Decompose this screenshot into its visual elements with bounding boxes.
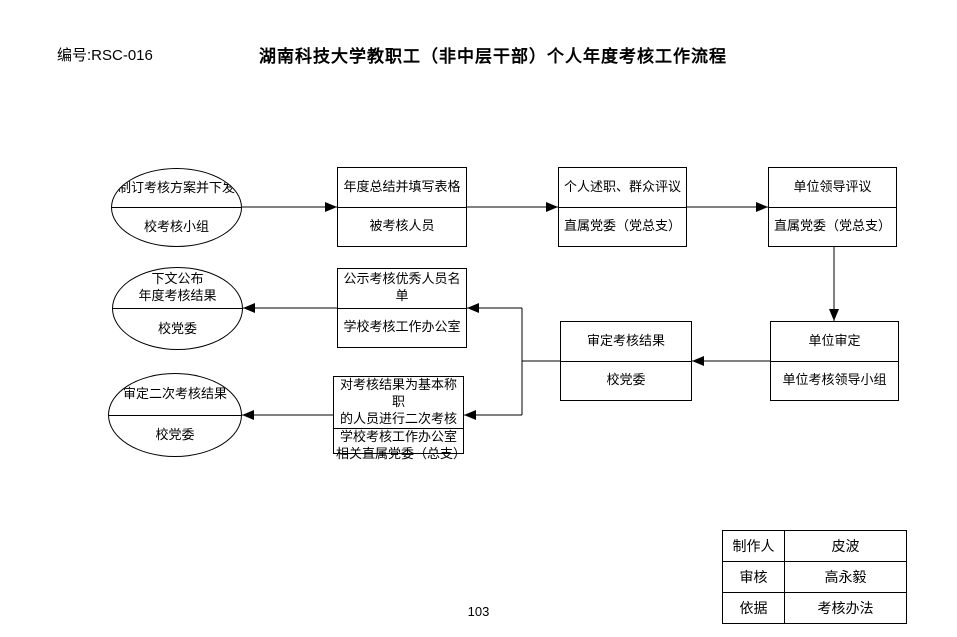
signoff-label: 依据 [723, 593, 785, 623]
node-approve-results: 审定考核结果 校党委 [560, 321, 692, 401]
signoff-label: 审核 [723, 562, 785, 592]
node-actor: 学校考核工作办公室 相关直属党委（总支） [334, 428, 467, 463]
node-action: 年度总结并填写表格 [338, 168, 466, 208]
node-action-line: 单位领导评议 [793, 178, 872, 194]
node-action-line: 个人述职、群众评议 [563, 178, 681, 194]
node-actor-line: 被考核人员 [369, 218, 435, 234]
node-action-line: 单位审定 [808, 332, 861, 348]
node-action-line: 对考核结果为基本称职 [339, 377, 457, 409]
node-actor-line: 校党委 [155, 427, 195, 443]
node-publish-annual-results: 下文公布 年度考核结果 校党委 [112, 267, 243, 350]
node-actor-line: 校党委 [157, 320, 197, 336]
node-actor-line: 直属党委（党总支） [773, 218, 891, 234]
node-action-line: 年度总结并填写表格 [343, 178, 461, 194]
node-action-line: 审定二次考核结果 [122, 385, 227, 401]
node-action: 对考核结果为基本称职 的人员进行二次考核 [334, 377, 463, 429]
page-number: 103 [467, 604, 490, 619]
node-actor-line: 直属党委（党总支） [563, 218, 681, 234]
signoff-table: 制作人 皮波 审核 高永毅 依据 考核办法 [722, 530, 907, 624]
node-actor-line: 学校考核工作办公室 [339, 428, 457, 444]
node-make-assessment-plan: 制订考核方案并下发 校考核小组 [111, 168, 242, 247]
node-second-assessment: 对考核结果为基本称职 的人员进行二次考核 学校考核工作办公室 相关直属党委（总支… [333, 376, 466, 461]
node-action: 审定考核结果 [561, 322, 691, 362]
node-personal-report-mass-review: 个人述职、群众评议 直属党委（党总支） [558, 167, 687, 247]
doc-number: 编号:RSC-016 [57, 47, 153, 64]
node-action-line: 制订考核方案并下发 [117, 179, 235, 195]
node-action-line: 审定考核结果 [586, 332, 665, 348]
node-unit-leader-review: 单位领导评议 直属党委（党总支） [768, 167, 897, 247]
node-actor: 单位考核领导小组 [771, 362, 898, 401]
node-annual-summary-form: 年度总结并填写表格 被考核人员 [337, 167, 467, 247]
node-actor: 校党委 [113, 309, 242, 349]
node-approve-second-assessment: 审定二次考核结果 校党委 [108, 373, 242, 457]
node-action-line: 的人员进行二次考核 [339, 410, 457, 426]
table-row: 依据 考核办法 [723, 592, 906, 623]
node-action-line: 公示考核优秀人员名单 [343, 271, 461, 304]
node-action: 个人述职、群众评议 [559, 168, 686, 208]
node-action: 单位审定 [771, 322, 898, 362]
node-action-line: 年度考核结果 [138, 288, 217, 303]
node-actor-line: 相关直属党委（总支） [336, 445, 467, 461]
node-actor: 学校考核工作办公室 [338, 309, 466, 348]
node-actor: 校考核小组 [112, 208, 241, 246]
node-action: 制订考核方案并下发 [112, 169, 241, 208]
signoff-label: 制作人 [723, 531, 785, 561]
node-action: 公示考核优秀人员名单 [338, 269, 466, 309]
node-actor: 被考核人员 [338, 208, 466, 247]
node-action: 下文公布 年度考核结果 [113, 268, 242, 309]
node-actor-line: 校考核小组 [143, 218, 209, 234]
node-actor-line: 校党委 [606, 372, 646, 388]
page-title: 湖南科技大学教职工（非中层干部）个人年度考核工作流程 [259, 47, 727, 66]
node-action: 审定二次考核结果 [109, 374, 241, 416]
table-row: 审核 高永毅 [723, 561, 906, 592]
node-unit-verification: 单位审定 单位考核领导小组 [770, 321, 899, 401]
signoff-value: 考核办法 [817, 600, 874, 616]
node-action-line: 下文公布 [151, 271, 204, 287]
node-action: 单位领导评议 [769, 168, 896, 208]
signoff-value: 高永毅 [824, 569, 867, 585]
table-row: 制作人 皮波 [723, 531, 906, 561]
node-actor-line: 单位考核领导小组 [782, 372, 887, 388]
node-actor: 直属党委（党总支） [559, 208, 686, 247]
node-actor: 校党委 [561, 362, 691, 401]
node-publicize-excellent-list: 公示考核优秀人员名单 学校考核工作办公室 [337, 268, 467, 348]
node-actor-line: 学校考核工作办公室 [343, 319, 461, 335]
signoff-value: 皮波 [831, 538, 860, 554]
node-actor: 校党委 [109, 416, 241, 457]
node-actor: 直属党委（党总支） [769, 208, 896, 247]
